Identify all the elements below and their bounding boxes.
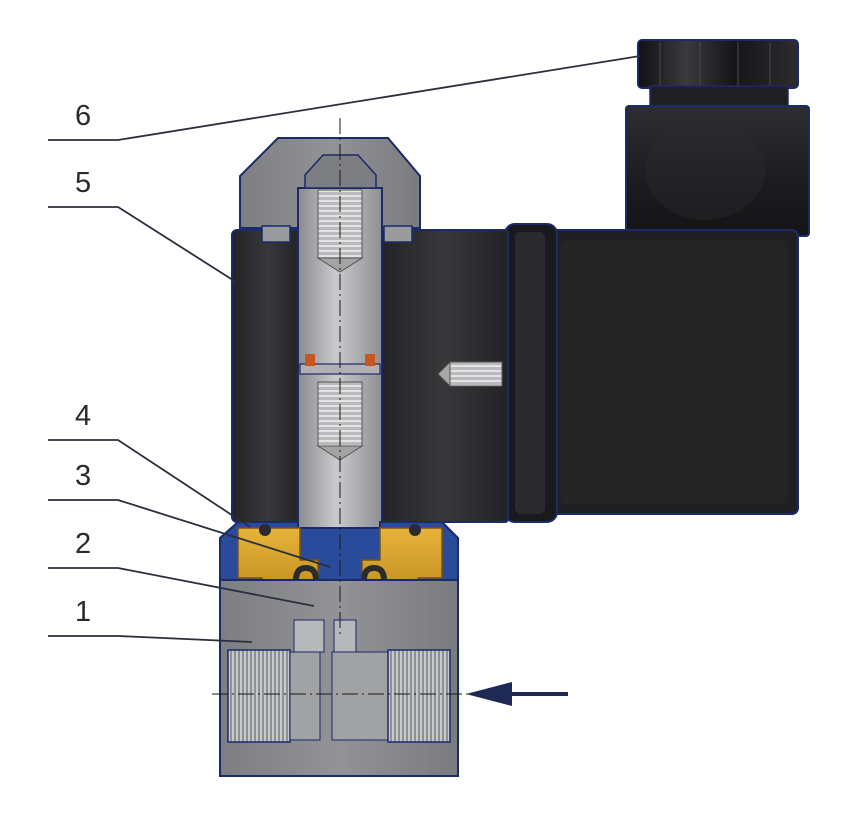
leader-6 bbox=[48, 55, 641, 141]
coil-assembly bbox=[231, 229, 509, 523]
coil-left bbox=[231, 229, 303, 523]
red-seal-left bbox=[305, 354, 315, 366]
callout-label-5: 5 bbox=[75, 167, 91, 199]
leader-4 bbox=[48, 439, 251, 528]
electrical-connector bbox=[504, 39, 810, 523]
outlet-port-thread bbox=[387, 649, 451, 743]
callout-label-6: 6 bbox=[75, 100, 91, 132]
valve-body bbox=[219, 579, 459, 777]
callout-label-4: 4 bbox=[75, 400, 91, 432]
callout-leaders bbox=[48, 55, 641, 643]
cable-gland-cap bbox=[637, 39, 799, 89]
center-lines bbox=[212, 118, 470, 695]
leader-1 bbox=[48, 635, 253, 643]
leader-3 bbox=[48, 499, 331, 568]
leader-2 bbox=[48, 567, 315, 607]
leader-5 bbox=[48, 206, 237, 283]
callout-label-3: 3 bbox=[75, 460, 91, 492]
callout-label-1: 1 bbox=[75, 596, 91, 628]
red-seal-right bbox=[365, 354, 375, 366]
callout-label-2: 2 bbox=[75, 528, 91, 560]
flow-direction-arrow-icon bbox=[466, 682, 568, 706]
inlet-port-thread bbox=[227, 649, 291, 743]
fixing-screw-icon bbox=[437, 360, 503, 388]
callout-labels: 6 5 4 3 2 1 bbox=[75, 100, 91, 628]
